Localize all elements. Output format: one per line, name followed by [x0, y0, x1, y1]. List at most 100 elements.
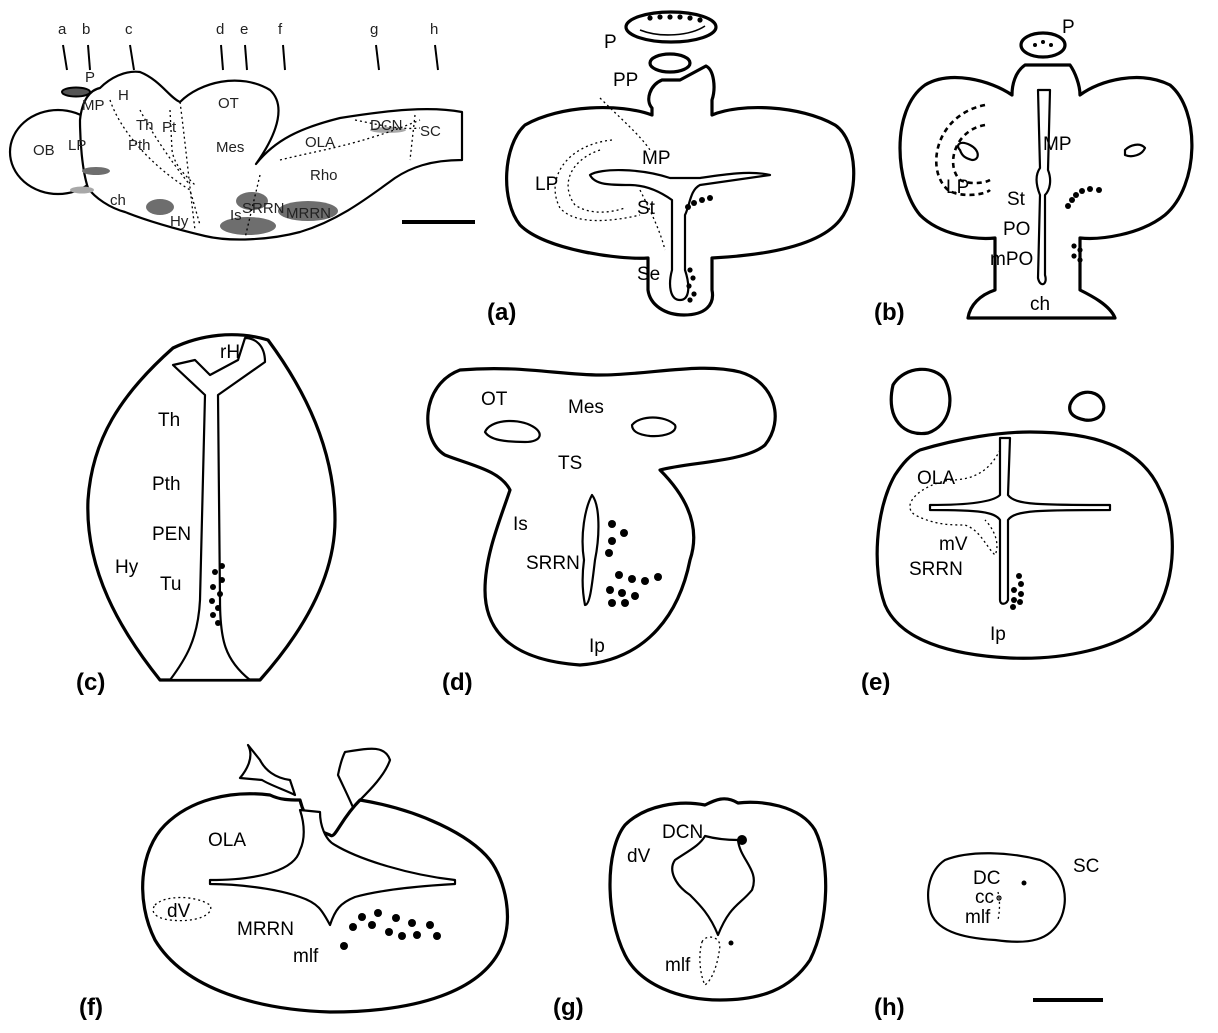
neuron-dot — [219, 563, 225, 569]
neuron-dot — [1049, 43, 1053, 47]
sag-label-Hy: Hy — [170, 213, 189, 230]
neuron-dot — [1077, 247, 1082, 252]
sag-label-Mes: Mes — [216, 139, 244, 156]
f-label-dV: dV — [167, 901, 191, 922]
section-tick-b — [88, 45, 90, 70]
section-letter-e: e — [240, 21, 248, 38]
neuron-dot — [691, 200, 697, 206]
sag-label-OLA: OLA — [305, 134, 335, 151]
neuron-dot — [685, 204, 691, 210]
neuron-dot — [1096, 187, 1102, 193]
neuron-dot — [605, 549, 613, 557]
sag-label-Th: Th — [136, 117, 154, 134]
neuron-dot — [349, 923, 357, 931]
neuron-dot — [667, 14, 672, 19]
section-letter-g: g — [370, 21, 378, 38]
neuron-dot — [1016, 573, 1022, 579]
neuron-dot — [608, 520, 616, 528]
neuron-dot — [737, 835, 747, 845]
sag-label-Pt: Pt — [162, 119, 177, 136]
neuron-dot — [385, 928, 393, 936]
panel-tag-d: (d) — [442, 669, 473, 696]
sag-label-SRRN: SRRN — [242, 200, 285, 217]
neuron-dot — [392, 914, 400, 922]
sag-label-MRRN: MRRN — [286, 205, 331, 222]
c-label-Tu: Tu — [160, 574, 181, 595]
neuron-dot — [641, 577, 649, 585]
section-tick-c — [130, 45, 134, 70]
a-label-LP: LP — [535, 174, 558, 195]
h-label-cc: cc — [975, 887, 994, 908]
neuron-dot — [687, 297, 692, 302]
neuron-dot — [368, 921, 376, 929]
neuron-dot — [631, 592, 639, 600]
section-letter-a: a — [58, 21, 67, 38]
a-label-St: St — [637, 198, 656, 219]
panel-c: rH Th Pth PEN Hy Tu (c) — [76, 335, 335, 696]
neuron-dot — [1010, 604, 1016, 610]
h-label-SC: SC — [1073, 856, 1099, 877]
g-label-mlf: mlf — [665, 955, 691, 976]
neuron-dot — [215, 620, 221, 626]
b-label-P: P — [1062, 17, 1075, 38]
ventricle-right-d — [632, 418, 675, 437]
e-label-OLA: OLA — [917, 468, 955, 489]
neuron-dot — [408, 919, 416, 927]
neuron-dot — [608, 599, 616, 607]
neuron-dot — [1071, 253, 1076, 258]
neuron-dot — [374, 909, 382, 917]
neuron-dot — [1041, 40, 1045, 44]
neuron-dot — [1011, 597, 1017, 603]
h-label-mlf: mlf — [965, 907, 991, 928]
panel-f: OLA dV MRRN mlf (f) — [79, 745, 507, 1021]
neuron-dot — [620, 529, 628, 537]
section-letter-f: f — [278, 21, 283, 38]
neuron-dot — [729, 941, 734, 946]
neuron-dot — [1017, 599, 1023, 605]
pp-a — [650, 54, 690, 72]
neuron-dot — [398, 932, 406, 940]
d-label-OT: OT — [481, 389, 508, 410]
neuron-dot — [217, 591, 223, 597]
neuron-dot — [628, 575, 636, 583]
panel-tag-a: (a) — [487, 299, 516, 326]
e-label-mV: mV — [939, 534, 968, 555]
neuron-dot — [654, 573, 662, 581]
section-ticks: a b c d e f g h — [58, 21, 438, 70]
b-label-ch: ch — [1030, 294, 1050, 315]
section-letter-b: b — [82, 21, 90, 38]
section-tick-g — [376, 45, 379, 70]
section-tick-e — [245, 45, 247, 70]
d-label-Is: Is — [513, 514, 528, 535]
neuron-dot — [677, 14, 682, 19]
section-tick-d — [221, 45, 223, 70]
neuron-dot — [1071, 243, 1076, 248]
nucleus-ch-sagittal — [70, 187, 94, 194]
sag-label-OB: OB — [33, 142, 55, 159]
c-label-rH: rH — [220, 342, 240, 363]
panel-tag-f: (f) — [79, 994, 103, 1021]
neuron-dot — [413, 931, 421, 939]
nucleus-lp-sagittal — [82, 167, 110, 175]
panel-d: OT Mes TS Is SRRN Ip (d) — [428, 368, 775, 696]
neuron-dot — [647, 15, 652, 20]
neuron-dot — [691, 291, 696, 296]
neuron-dot — [1018, 581, 1024, 587]
outline-e — [877, 432, 1172, 658]
sag-label-Is: Is — [230, 207, 242, 224]
f-label-MRRN: MRRN — [237, 919, 294, 940]
section-tick-h — [435, 45, 438, 70]
b-label-PO: PO — [1003, 219, 1030, 240]
a-label-Se: Se — [637, 264, 660, 285]
panel-tag-c: (c) — [76, 669, 105, 696]
c-label-Hy: Hy — [115, 557, 139, 578]
sag-label-P: P — [85, 69, 95, 86]
neuron-dot — [340, 942, 348, 950]
sag-label-LP: LP — [68, 137, 86, 154]
neuron-dot — [210, 584, 216, 590]
neuron-dot — [687, 15, 692, 20]
panel-g: DCN dV mlf (g) — [553, 799, 826, 1021]
a-label-MP: MP — [642, 148, 671, 169]
h-label-DC: DC — [973, 868, 1000, 889]
d-label-Mes: Mes — [568, 397, 604, 418]
